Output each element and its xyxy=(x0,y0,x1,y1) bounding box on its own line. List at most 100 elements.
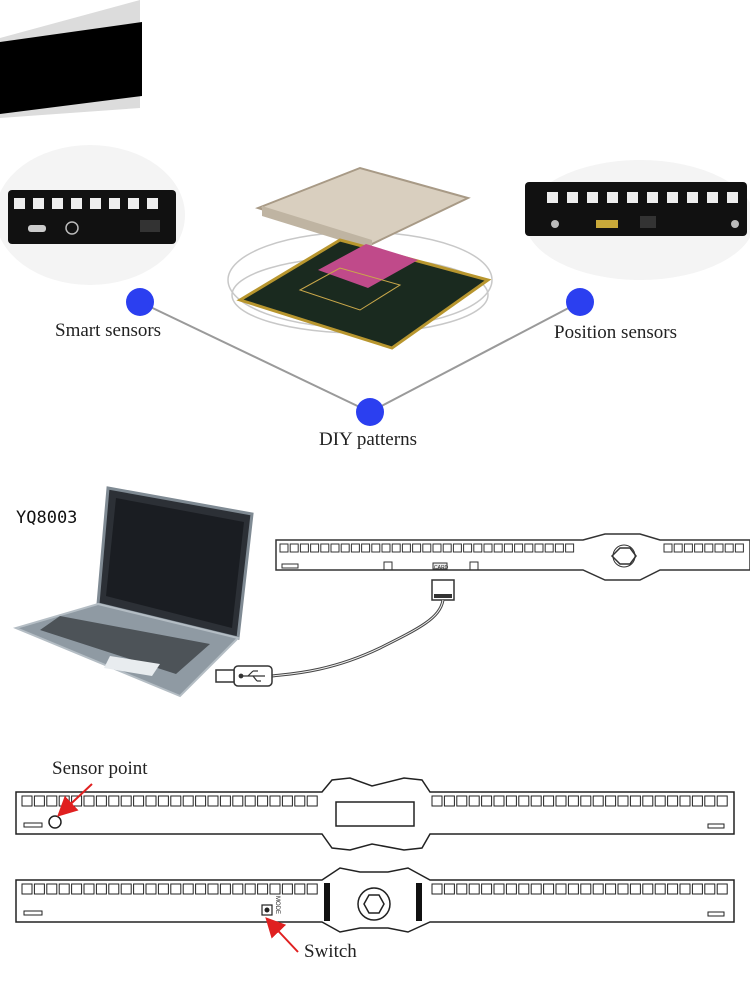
switch-arrow xyxy=(265,917,299,953)
led-cell xyxy=(493,795,505,807)
diy-patterns-node xyxy=(356,398,384,426)
led-cell xyxy=(704,795,716,807)
led-cell xyxy=(281,795,293,807)
sensor-point-label: Sensor point xyxy=(52,758,148,779)
led-cell xyxy=(71,883,83,895)
led-cell xyxy=(310,543,320,553)
led-cell xyxy=(468,883,480,895)
led-cell xyxy=(170,883,182,895)
led-cell xyxy=(617,795,629,807)
sensor-point-arrow xyxy=(57,783,93,817)
usb-icon xyxy=(238,670,265,682)
laptop-image xyxy=(12,486,254,698)
led-cell xyxy=(182,883,194,895)
led-cell xyxy=(481,795,493,807)
processor-chip-image xyxy=(227,166,493,350)
led-cell xyxy=(306,795,318,807)
led-cell xyxy=(294,883,306,895)
led-cell xyxy=(269,883,281,895)
led-cell xyxy=(157,795,169,807)
led-cell xyxy=(734,543,744,553)
led-cell xyxy=(544,543,554,553)
led-cell xyxy=(567,795,579,807)
led-cell xyxy=(605,883,617,895)
led-cell xyxy=(257,883,269,895)
led-cell xyxy=(580,795,592,807)
led-cell xyxy=(133,795,145,807)
led-cell xyxy=(281,883,293,895)
led-cell xyxy=(691,795,703,807)
led-cell xyxy=(567,883,579,895)
led-cell xyxy=(401,543,411,553)
led-cell xyxy=(456,883,468,895)
feature-section: Smart sensors Position sensors DIY patte… xyxy=(0,140,750,470)
led-cell xyxy=(704,883,716,895)
led-cell xyxy=(83,883,95,895)
led-cell xyxy=(443,795,455,807)
connection-section: YQ8003 CARD xyxy=(0,478,750,710)
led-cell xyxy=(207,795,219,807)
led-cell xyxy=(716,883,728,895)
led-cell xyxy=(219,795,231,807)
led-cell xyxy=(145,795,157,807)
smart-sensors-node xyxy=(126,288,154,316)
led-cell xyxy=(108,883,120,895)
led-cell xyxy=(605,795,617,807)
led-cell xyxy=(182,795,194,807)
led-cell xyxy=(33,795,45,807)
led-cell xyxy=(157,883,169,895)
led-cell xyxy=(195,795,207,807)
led-cell xyxy=(294,795,306,807)
led-cell xyxy=(244,883,256,895)
led-cell xyxy=(269,795,281,807)
stick-diagrams: MODE xyxy=(15,777,735,953)
led-cell xyxy=(371,543,381,553)
led-cell xyxy=(642,883,654,895)
led-cell xyxy=(340,543,350,553)
led-cell xyxy=(232,795,244,807)
led-cell xyxy=(554,543,564,553)
led-cell xyxy=(505,795,517,807)
connection-diagram: CARD xyxy=(12,486,750,698)
led-cell xyxy=(543,795,555,807)
led-cell xyxy=(432,543,442,553)
position-sensor-strip-image xyxy=(525,160,750,280)
led-cell xyxy=(565,543,575,553)
switch-label: Switch xyxy=(304,941,357,962)
led-cell xyxy=(724,543,734,553)
led-cell xyxy=(443,883,455,895)
led-cell xyxy=(456,795,468,807)
feature-diagram xyxy=(0,145,750,426)
led-cell xyxy=(530,795,542,807)
led-cell xyxy=(505,883,517,895)
stick-diagram-section: MODE Sensor point Switch xyxy=(0,740,750,989)
led-cell xyxy=(629,883,641,895)
led-cell xyxy=(170,795,182,807)
led-cell xyxy=(524,543,534,553)
led-cell xyxy=(361,543,371,553)
led-cell xyxy=(108,795,120,807)
led-cell xyxy=(21,883,33,895)
led-cell xyxy=(244,795,256,807)
led-cell xyxy=(289,543,299,553)
led-cell xyxy=(518,795,530,807)
led-cell xyxy=(95,883,107,895)
led-cell xyxy=(207,883,219,895)
led-cell xyxy=(422,543,432,553)
led-cell xyxy=(514,543,524,553)
led-cell xyxy=(145,883,157,895)
led-cell xyxy=(714,543,724,553)
light-stick-top: CARD xyxy=(275,533,750,581)
stick-sensor-view xyxy=(15,777,735,851)
led-cell xyxy=(503,543,513,553)
led-cell xyxy=(431,795,443,807)
smart-sensors-label: Smart sensors xyxy=(55,320,162,341)
position-sensors-label: Position sensors xyxy=(554,322,677,343)
led-cell xyxy=(431,883,443,895)
led-cell xyxy=(463,543,473,553)
led-cell xyxy=(412,543,422,553)
led-cell xyxy=(530,883,542,895)
led-cell xyxy=(33,883,45,895)
led-cell xyxy=(673,543,683,553)
smart-sensor-strip-image xyxy=(0,145,185,285)
